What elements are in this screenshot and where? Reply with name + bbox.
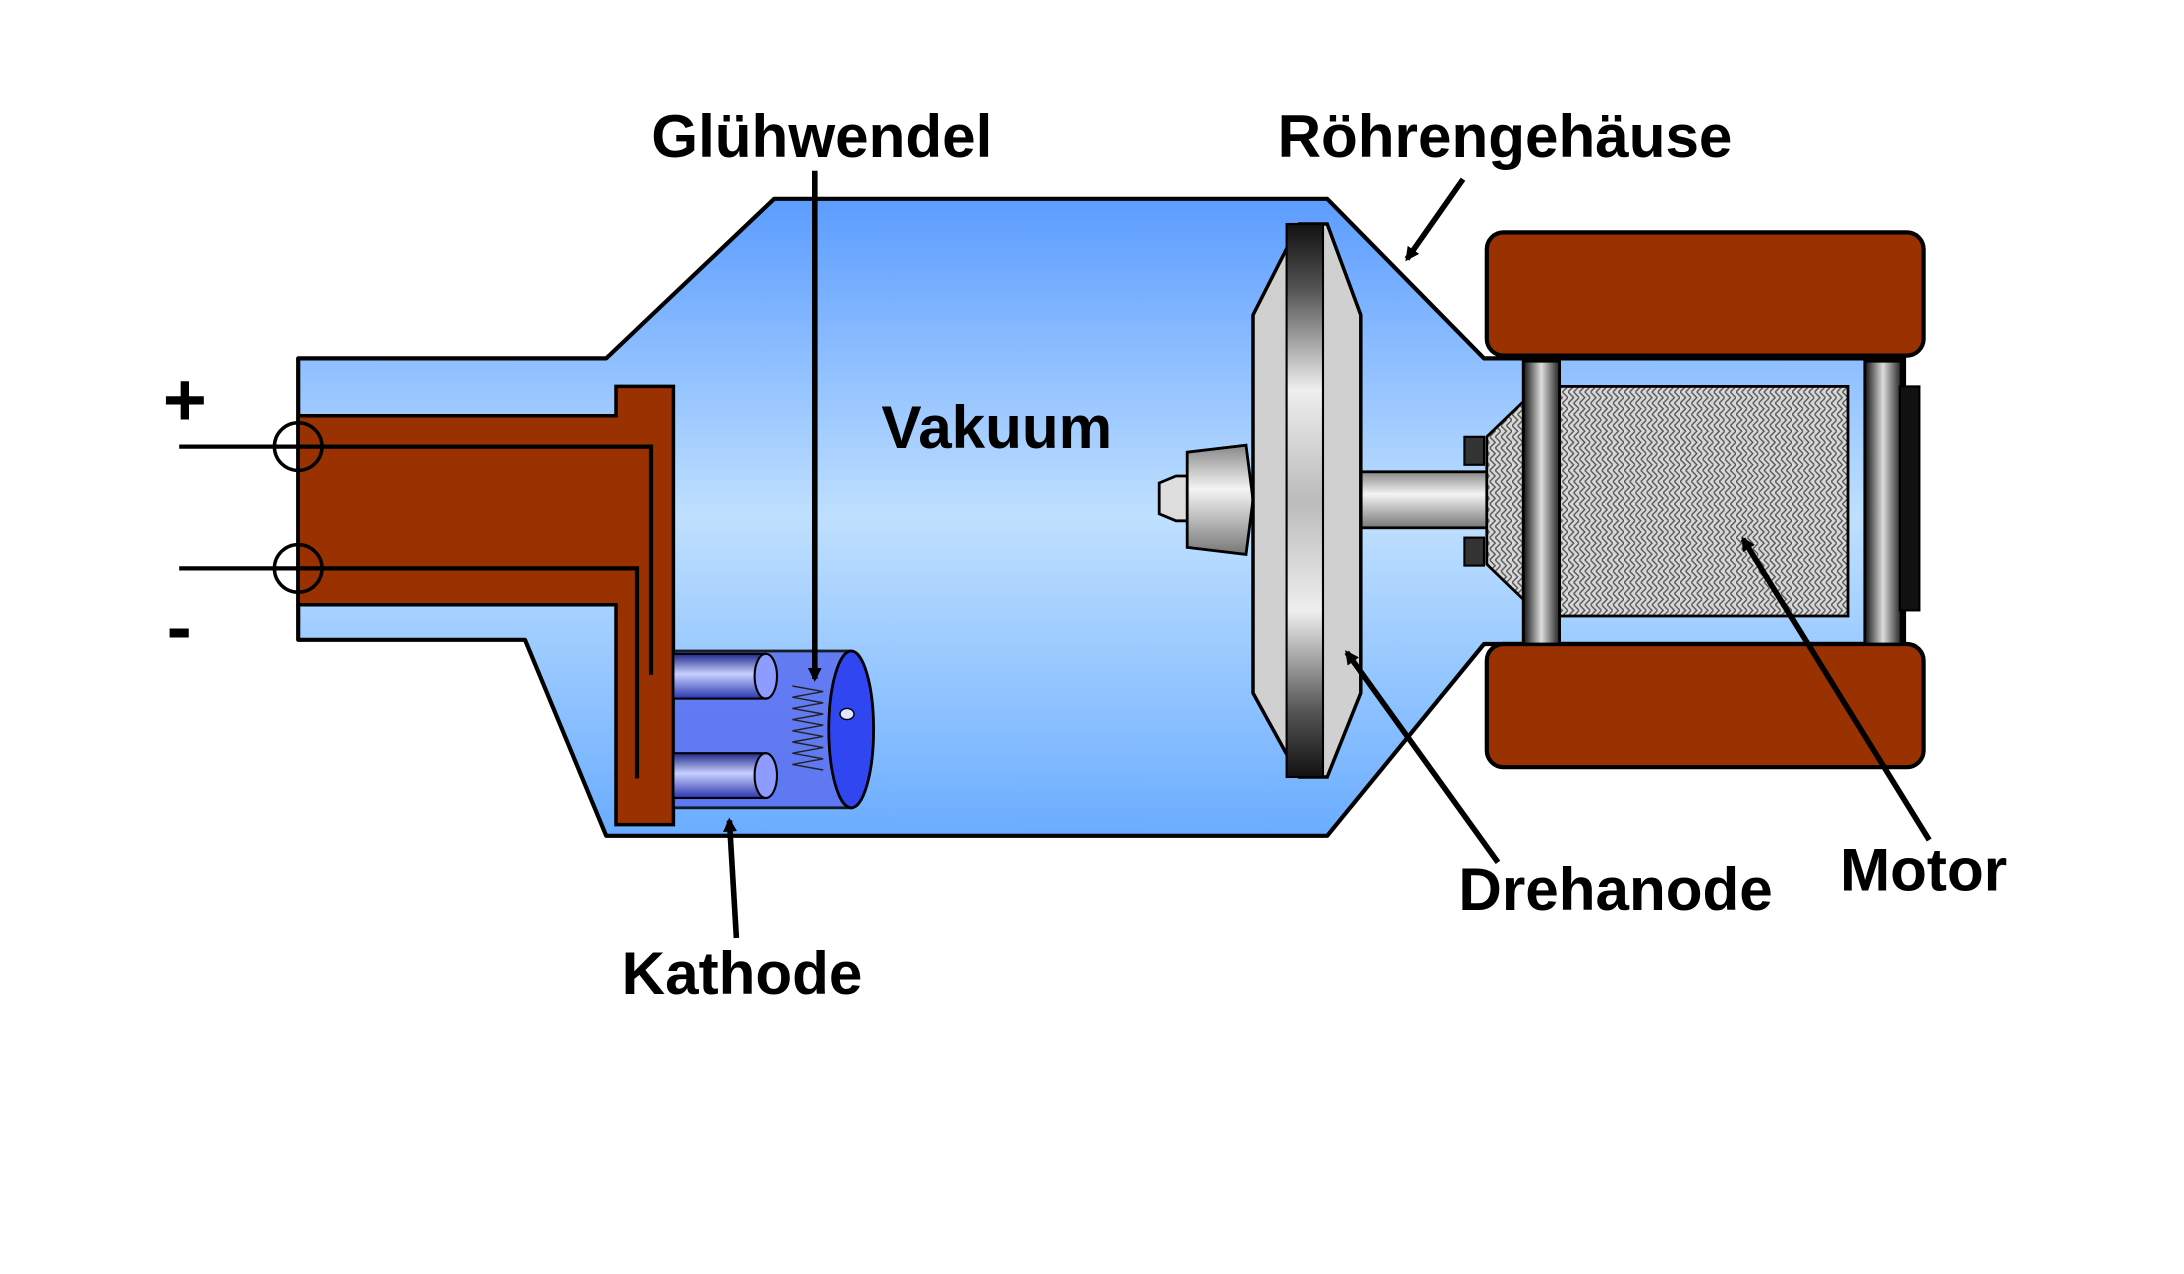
- label-gluehwendel: Glühwendel: [651, 103, 992, 170]
- wire-negative: [179, 566, 640, 779]
- arrow-drehanode: [1344, 650, 1501, 865]
- arrow-roehrengehaeuse: [1404, 177, 1466, 262]
- motor: [1484, 230, 1926, 770]
- anode-disc: [1251, 222, 1363, 779]
- label-minus: -: [167, 585, 192, 669]
- wire-positive: [179, 444, 654, 675]
- label-vakuum: Vakuum: [881, 394, 1112, 461]
- stator-bottom: [1484, 641, 1926, 770]
- anode-nut: [1157, 443, 1255, 556]
- arrow-kathode: [723, 817, 740, 939]
- filament-coil: [792, 685, 824, 771]
- anode-shaft: [1353, 470, 1504, 530]
- arrow-motor: [1740, 536, 1932, 842]
- cathode-cup: [672, 649, 875, 810]
- stator-top: [1484, 230, 1926, 358]
- label-kathode: Kathode: [622, 940, 863, 1007]
- label-motor: Motor: [1840, 836, 2007, 903]
- label-drehanode: Drehanode: [1458, 856, 1772, 923]
- label-plus: +: [163, 359, 207, 443]
- cathode-socket: [296, 384, 676, 827]
- rotor-core: [1558, 385, 1850, 618]
- label-roehrengehaeuse: Röhrengehäuse: [1278, 103, 1733, 170]
